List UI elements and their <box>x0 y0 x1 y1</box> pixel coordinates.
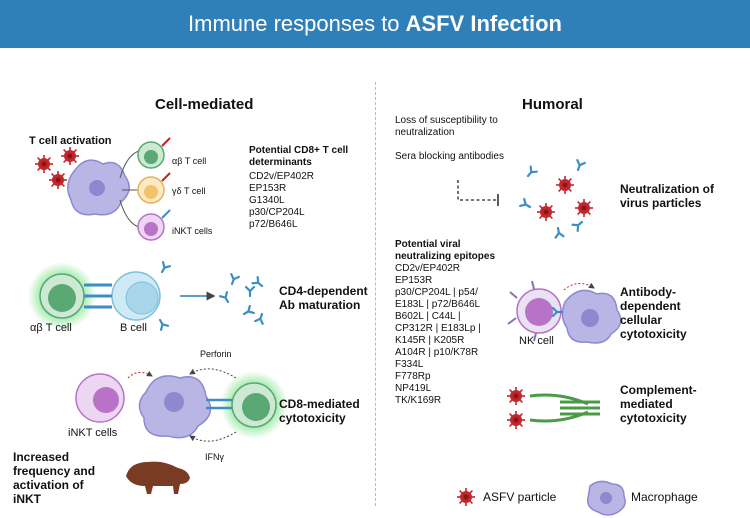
ab-t-cell-label: αβ T cell <box>172 156 207 166</box>
title-prefix: Immune responses to <box>188 11 400 36</box>
cell-mediated-heading: Cell-mediated <box>155 96 254 113</box>
list-item: CP312R | E183Lp | <box>395 323 481 334</box>
asfv-particle-icon <box>48 170 68 190</box>
inkt-cells-bottom-label: iNKT cells <box>68 427 118 439</box>
antibody-cluster <box>218 273 267 325</box>
cd4-maturation-label: CD4-dependent Ab maturation <box>279 284 368 312</box>
asfv-particle-icon <box>60 146 80 166</box>
loss-of-susceptibility-label: Loss of susceptibility to neutralization <box>395 115 498 138</box>
list-item: EP153R <box>249 183 287 194</box>
viral-epitopes-list: CD2v/EP402R EP153R p30/CP204L | p54/ E18… <box>395 263 481 407</box>
asfv-particle-icon <box>34 154 54 174</box>
list-item: F334L <box>395 359 424 370</box>
nk-cell-label: NK cell <box>519 335 554 347</box>
legend-macrophage-label: Macrophage <box>631 490 698 504</box>
cd8-determinants-heading: Potential CD8+ T cell determinants <box>249 145 349 168</box>
list-item: K145R | K205R <box>395 335 465 346</box>
list-item: F778Rp <box>395 371 431 382</box>
title-banner: Immune responses to ASFV Infection <box>0 0 750 48</box>
legend-asfv-icon <box>456 487 476 507</box>
list-item: p72/B646L <box>249 219 298 230</box>
wild-boar-icon <box>126 461 190 494</box>
inkt-cells-label: iNKT cells <box>172 226 213 236</box>
neutralization-label: Neutralization of virus particles <box>620 182 715 210</box>
list-item: E183L | p72/B646L <box>395 299 481 310</box>
list-item: G1340L <box>249 195 285 206</box>
list-item: CD2v/EP402R <box>249 171 315 182</box>
inkt-activation-label: Increased frequency and activation of iN… <box>13 450 96 506</box>
t-cell-activation-label: T cell activation <box>29 135 112 147</box>
sera-blocking-label: Sera blocking antibodies <box>395 151 504 162</box>
list-item: p30/CP204L | p54/ <box>395 287 478 298</box>
list-item: A104R | p10/K78R <box>395 347 479 358</box>
perforin-label: Perforin <box>200 349 232 359</box>
ab-t-cell-big-label: αβ T cell <box>30 322 72 334</box>
list-item: B602L | C44L | <box>395 311 461 322</box>
neutralization-group <box>519 159 594 239</box>
b-cell-label: B cell <box>120 322 147 334</box>
list-item: EP153R <box>395 275 433 286</box>
list-item: CD2v/EP402R <box>395 263 461 274</box>
section-divider <box>375 82 376 506</box>
list-item: NP419L <box>395 383 432 394</box>
title-emphasis: ASFV Infection <box>405 11 562 36</box>
complement-complex <box>529 393 600 423</box>
legend-asfv-label: ASFV particle <box>483 490 557 504</box>
humoral-heading: Humoral <box>522 96 583 113</box>
list-item: TK/K169R <box>395 395 442 406</box>
viral-epitopes-heading: Potential viral neutralizing epitopes <box>395 239 496 262</box>
gd-t-cell-label: γδ T cell <box>172 186 206 196</box>
complement-label: Complement-mediated cytotoxicity <box>620 383 697 425</box>
asfv-particle-icon <box>506 386 526 406</box>
cd8-mediated-label: CD8-mediated cytotoxicity <box>279 397 360 425</box>
adcc-label: Antibody-dependent cellular cytotoxicity <box>620 285 687 341</box>
ifng-label: IFNγ <box>205 452 224 462</box>
list-item: p30/CP204L <box>249 207 305 218</box>
cd8-determinants-list: CD2v/EP402R EP153R G1340L p30/CP204L p72… <box>249 171 314 231</box>
asfv-particle-icon <box>506 410 526 430</box>
